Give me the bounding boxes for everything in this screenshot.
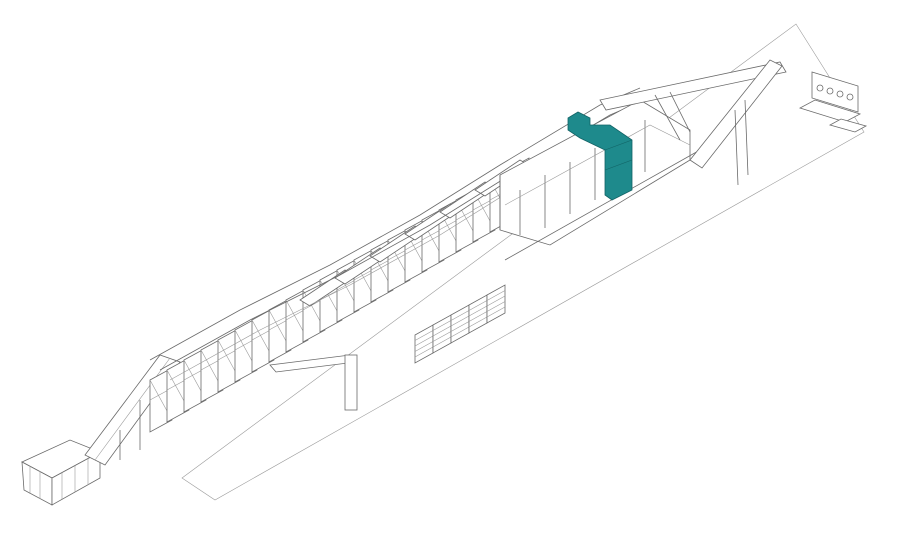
panel-slat (468, 300, 488, 311)
highlighted-module (567, 111, 633, 201)
panel-slat (450, 315, 470, 327)
panel-slat (414, 346, 434, 358)
panel-slat (486, 290, 506, 301)
storage-bunkers (499, 99, 701, 261)
panel-slat (468, 316, 488, 328)
structure-frames (149, 157, 531, 433)
lower-conveyor (269, 354, 358, 411)
screen-panel (468, 294, 488, 334)
panel-slat (450, 321, 470, 332)
screen-panel (432, 314, 452, 354)
screen-panels (414, 284, 506, 364)
screen-panel (414, 324, 434, 364)
screen-panel (486, 284, 506, 324)
infeed-hopper (21, 439, 101, 506)
outfeed-conveyor (599, 59, 787, 186)
panel-slat (432, 320, 452, 331)
floor-slab (181, 23, 865, 501)
panel-slat (468, 311, 488, 322)
panel-slat (432, 325, 452, 337)
panel-slat (414, 341, 434, 352)
screen-panel (450, 304, 470, 344)
panel-slat (432, 331, 452, 342)
panel-slat (432, 336, 452, 348)
control-panel (798, 71, 868, 133)
panel-slat (468, 305, 488, 317)
panel-slat (486, 295, 506, 307)
panel-slat (486, 306, 506, 318)
panel-slat (414, 330, 434, 341)
panel-slat (486, 301, 506, 312)
panel-slat (414, 335, 434, 347)
panel-slat (450, 326, 470, 338)
panel-slat (450, 310, 470, 321)
